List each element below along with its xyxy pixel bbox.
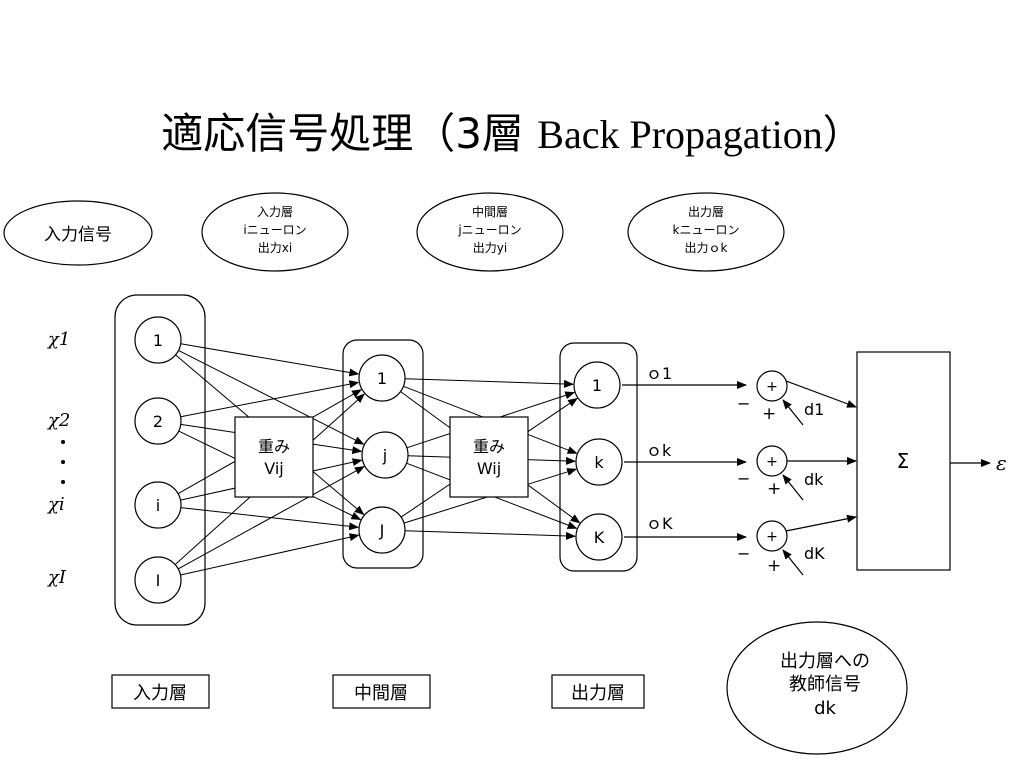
- comparator-1-plus-sign: +: [762, 404, 776, 424]
- output-label-ok: ｏk: [646, 441, 672, 460]
- header-input-layer-line1: 入力層: [257, 205, 293, 219]
- comparator-K: + − + dK: [737, 514, 857, 576]
- output-neuron-1-label: 1: [592, 376, 602, 395]
- comparator-k-plus: +: [766, 454, 778, 470]
- input-label-x2: χ2: [46, 410, 70, 431]
- input-label-xi: χi: [46, 494, 65, 515]
- hidden-neuron-1: 1: [358, 354, 406, 402]
- layer-label-input: 入力層: [111, 674, 210, 709]
- output-neuron-1: 1: [573, 361, 621, 409]
- layer-label-hidden-text: 中間層: [354, 683, 408, 704]
- connection-vij-2-2: [180, 507, 360, 531]
- comparator-K-plus: +: [766, 529, 778, 545]
- teacher-label-d1: d1: [804, 400, 824, 419]
- header-input-layer-line2: iニューロン: [243, 223, 306, 237]
- teacher-signal-line1: 出力層への: [780, 651, 870, 672]
- comparator-K-plus-sign: +: [767, 556, 781, 576]
- comparator-K-minus-sign: −: [737, 544, 750, 563]
- input-neuron-I-label: I: [156, 571, 161, 590]
- weight-vij-line1: 重み: [258, 437, 290, 456]
- hidden-neuron-j: j: [361, 431, 409, 479]
- input-neuron-I: I: [134, 556, 182, 604]
- hidden-neuron-J: J: [358, 506, 406, 554]
- input-label-x1: χ1: [46, 329, 70, 350]
- input-neuron-1: 1: [134, 316, 182, 364]
- input-neuron-i: i: [134, 481, 182, 529]
- slide-title: 適応信号処理（3層 Back Propagation）: [0, 100, 1024, 161]
- teacher-arrow-1: [782, 399, 804, 426]
- hidden-neuron-1-label: 1: [377, 369, 387, 388]
- connection-wij-0-0: [404, 378, 574, 388]
- layer-label-input-text: 入力層: [133, 683, 187, 704]
- hidden-neuron-J-label: J: [379, 521, 385, 540]
- error-epsilon-label: ε: [996, 451, 1007, 475]
- ellipsis-dot: [61, 480, 65, 484]
- layer-label-output-text: 出力層: [571, 683, 625, 704]
- header-output-layer-line3: 出力ｏk: [685, 241, 728, 255]
- output-layer-container: [559, 342, 638, 572]
- teacher-arrow-K: [782, 549, 804, 576]
- connection-vij-1-0: [180, 380, 360, 418]
- connection-wij-2-2: [404, 530, 576, 540]
- header-hidden-layer-line2: jニューロン: [457, 223, 521, 237]
- hidden-neuron-j-label: j: [382, 446, 387, 465]
- header-output-layer-output: 出力層 kニューロン 出力ｏk: [627, 192, 785, 272]
- connection-vij-0-1: [178, 349, 365, 445]
- layer-label-hidden: 中間層: [332, 674, 431, 709]
- comparator-1-plus: +: [766, 379, 778, 395]
- header-hidden-layer-line3: 出力yi: [473, 241, 507, 255]
- title-japanese: 適応信号処理（3層: [161, 109, 524, 158]
- input-layer-container: [114, 294, 206, 626]
- header-hidden-layer-output: 中間層 jニューロン 出力yi: [416, 192, 564, 272]
- header-input-layer-line3: 出力xi: [258, 241, 292, 255]
- teacher-arrow-k: [782, 474, 804, 501]
- weight-wij-line1: 重み: [473, 437, 505, 456]
- weight-wij-line2: Wij: [477, 459, 501, 478]
- header-input-signal: 入力信号: [3, 200, 153, 266]
- output-neuron-K: K: [575, 513, 623, 561]
- teacher-label-dK: dK: [804, 544, 825, 563]
- teacher-signal-line3: dk: [814, 698, 836, 719]
- input-neuron-1-label: 1: [153, 331, 163, 350]
- input-label-xI: χI: [46, 567, 67, 588]
- input-neuron-2: 2: [134, 397, 182, 445]
- input-neuron-i-label: i: [156, 496, 160, 515]
- connection-vij-3-2: [180, 533, 360, 576]
- header-output-layer-line1: 出力層: [688, 205, 724, 219]
- header-input-layer-output: 入力層 iニューロン 出力xi: [201, 192, 349, 272]
- output-label-o1: ｏ1: [646, 364, 672, 383]
- weight-box-wij: 重み Wij: [449, 416, 529, 498]
- comparator-k-plus-sign: +: [767, 479, 781, 499]
- error-line-1: [785, 380, 857, 408]
- comparator-1: + − + d1: [737, 370, 857, 426]
- input-neuron-2-label: 2: [153, 412, 163, 431]
- header-hidden-layer-line1: 中間層: [472, 204, 508, 219]
- layer-label-output: 出力層: [551, 674, 645, 709]
- header-input-signal-text: 入力信号: [44, 225, 112, 245]
- teacher-signal-line2: 教師信号: [789, 674, 861, 695]
- title-english: Back Propagation）: [537, 112, 863, 157]
- output-neuron-k-label: k: [594, 453, 604, 472]
- ellipsis-dot: [61, 460, 65, 464]
- output-neuron-K-label: K: [594, 528, 605, 547]
- teacher-signal-ellipse: 出力層への 教師信号 dk: [726, 621, 908, 755]
- weight-vij-line2: Vij: [264, 459, 283, 478]
- summation-box: Σ: [856, 351, 951, 571]
- output-neuron-k: k: [575, 438, 623, 486]
- sigma-symbol: Σ: [897, 449, 910, 473]
- comparator-k: + − + dk: [737, 445, 857, 501]
- comparator-k-minus-sign: −: [737, 469, 750, 488]
- output-label-oK: ｏK: [646, 514, 673, 533]
- hidden-layer-container: [342, 339, 424, 569]
- connection-vij-0-0: [180, 343, 360, 377]
- ellipsis-dot: [61, 440, 65, 444]
- teacher-label-dk: dk: [804, 470, 824, 489]
- weight-box-vij: 重み Vij: [234, 416, 314, 498]
- error-line-K: [785, 514, 857, 532]
- header-output-layer-line2: kニューロン: [673, 223, 740, 237]
- connection-vij-3-1: [177, 466, 365, 570]
- comparator-1-minus-sign: −: [737, 394, 750, 413]
